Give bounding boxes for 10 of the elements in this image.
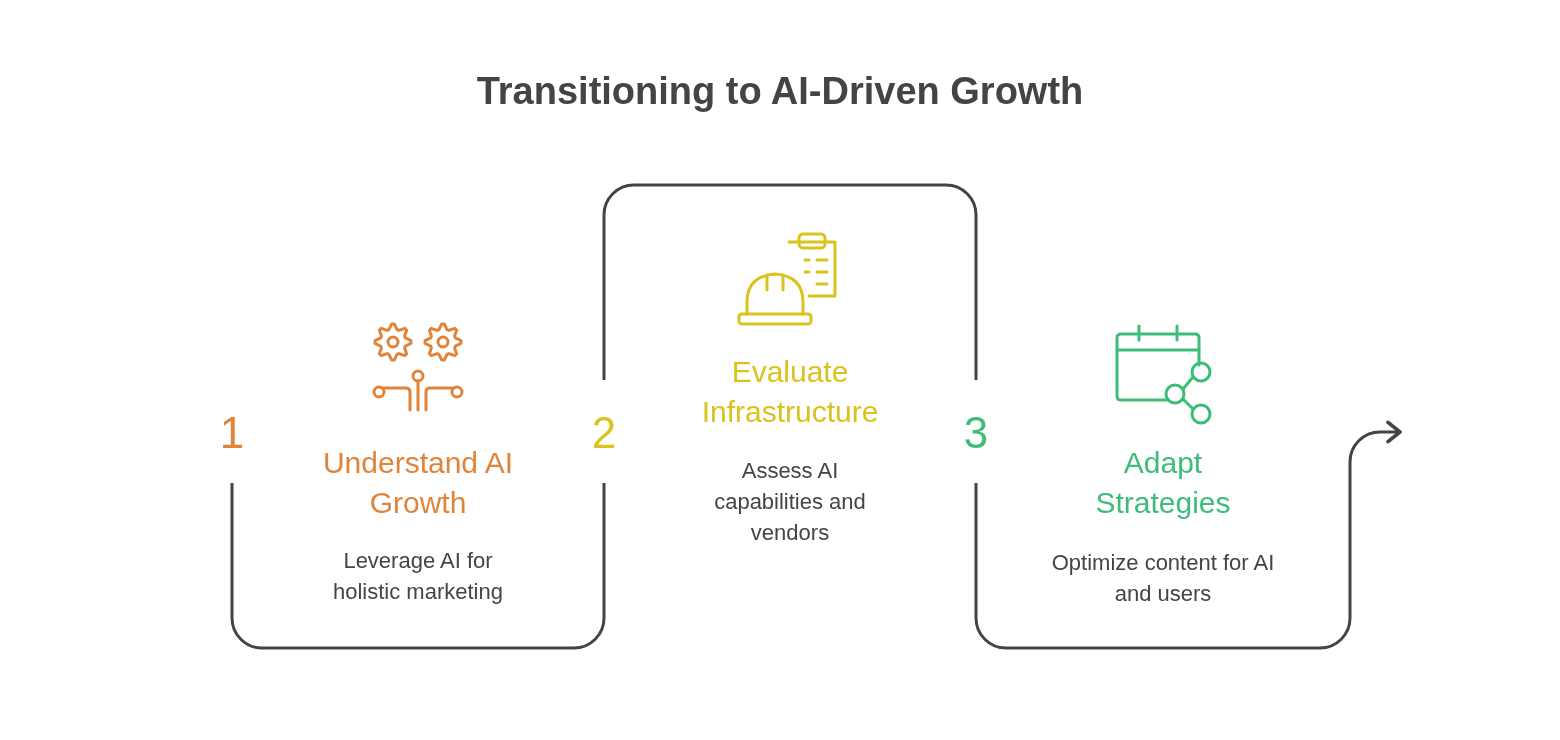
connector-line bbox=[602, 183, 978, 380]
step-description: Assess AI capabilities and vendors bbox=[713, 457, 867, 547]
step-title: Understand AI Growth bbox=[321, 445, 515, 521]
diagram-title: Transitioning to AI-Driven Growth bbox=[475, 70, 1085, 113]
step-description: Optimize content for AI and users bbox=[1050, 549, 1276, 608]
step-title: Adapt Strategies bbox=[1094, 445, 1232, 521]
step-description: Leverage AI for holistic marketing bbox=[332, 547, 504, 606]
step-title: Evaluate Infrastructure bbox=[700, 354, 880, 430]
connector-line bbox=[230, 483, 606, 650]
arrow bbox=[974, 420, 1402, 650]
